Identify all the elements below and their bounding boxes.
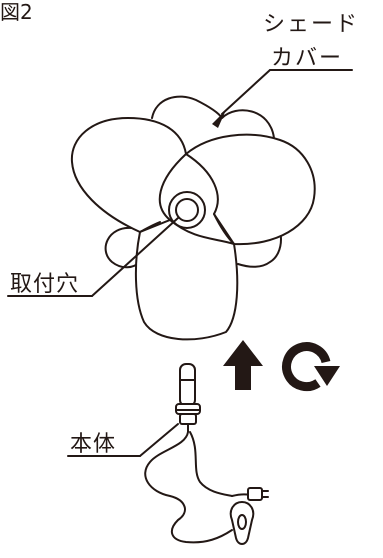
mount-hole-label: 取付穴 bbox=[10, 272, 80, 297]
figure-title: 図2 bbox=[0, 0, 33, 24]
clockwise-rotate-icon bbox=[282, 342, 340, 392]
leader-lines bbox=[7, 69, 353, 457]
shade-cover-label-line1: シェード bbox=[263, 12, 360, 37]
shade-cover bbox=[70, 117, 316, 341]
mount-hole bbox=[168, 191, 206, 229]
shade-cover-label-line2: カバー bbox=[271, 46, 344, 71]
inline-switch bbox=[229, 501, 255, 545]
plug bbox=[247, 487, 269, 501]
body-label: 本体 bbox=[70, 432, 117, 457]
lamp-body bbox=[144, 363, 269, 545]
up-arrow-icon bbox=[223, 340, 263, 390]
